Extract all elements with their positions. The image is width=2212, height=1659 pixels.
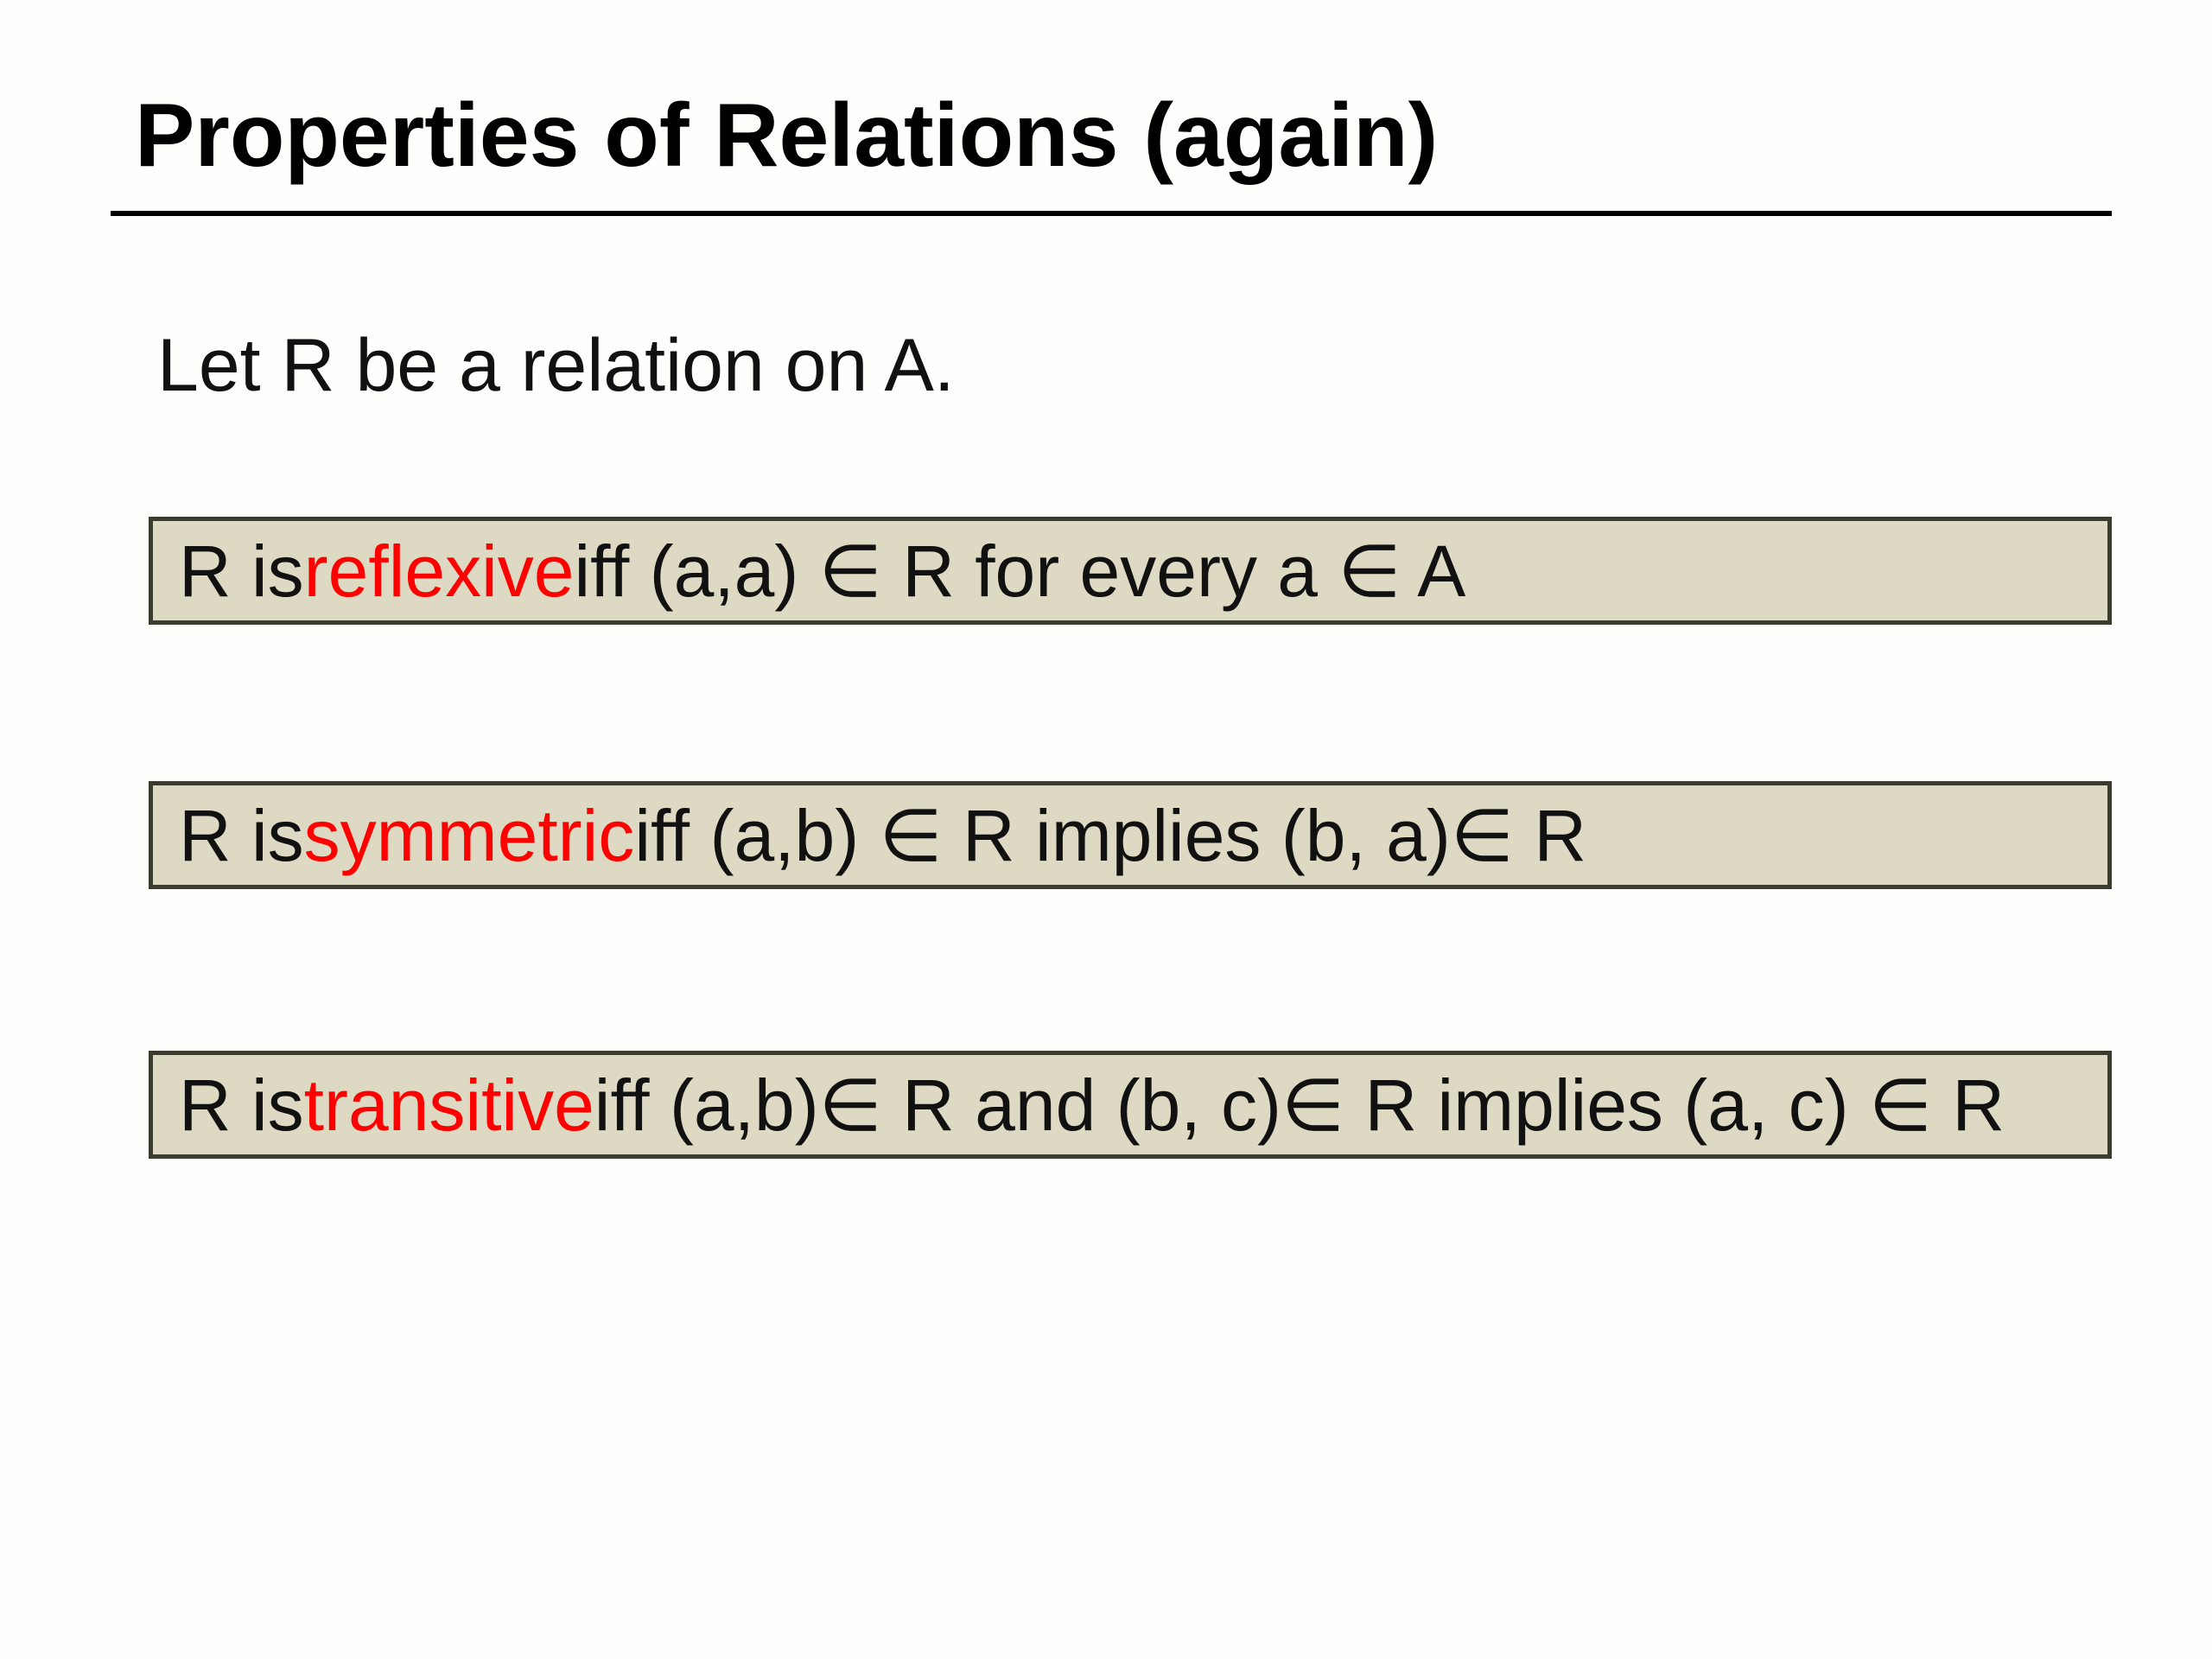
definition-term-transitive: transitive: [303, 1064, 594, 1146]
definition-text: iff (a,a) ∈ R for every a ∈ A: [574, 530, 1466, 612]
definition-prefix: R is: [179, 794, 304, 876]
definition-prefix: R is: [179, 530, 304, 612]
definition-prefix: R is: [179, 1064, 304, 1146]
definition-box-reflexive: R is reflexive iff (a,a) ∈ R for every a…: [149, 517, 2112, 625]
definition-term-reflexive: reflexive: [303, 530, 575, 612]
definition-box-symmetric: R is symmetric iff (a,b) ∈ R implies (b,…: [149, 781, 2112, 889]
definition-term-symmetric: symmetric: [303, 794, 635, 876]
intro-text: Let R be a relation on A.: [157, 324, 955, 407]
definition-box-transitive: R is transitive iff (a,b)∈ R and (b, c)∈…: [149, 1051, 2112, 1159]
definition-text: iff (a,b)∈ R and (b, c)∈ R implies (a, c…: [594, 1064, 2005, 1146]
slide-title: Properties of Relations (again): [135, 86, 1439, 186]
definition-text: iff (a,b) ∈ R implies (b, a)∈ R: [634, 794, 1586, 876]
title-divider: [111, 211, 2112, 216]
